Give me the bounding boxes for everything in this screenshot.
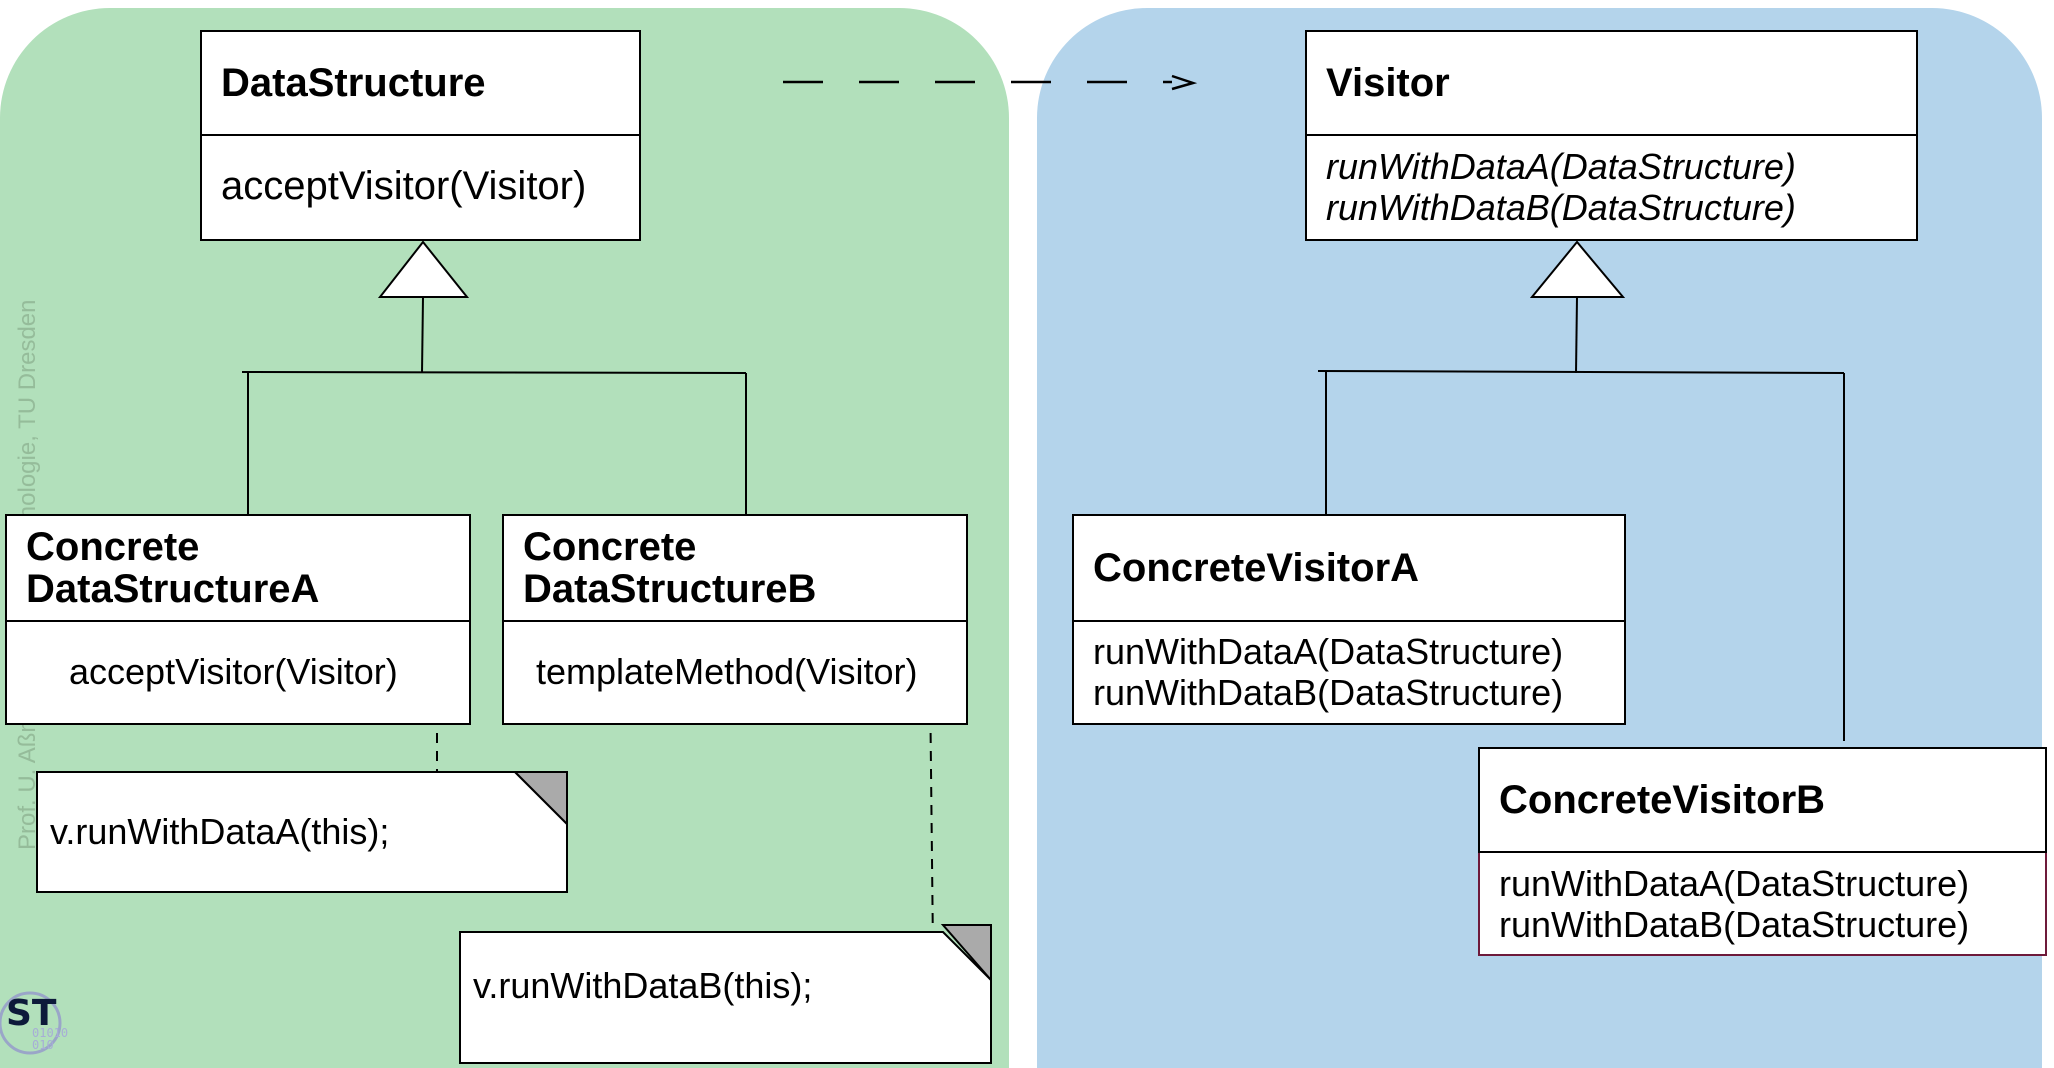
- class-data-structure-ops: acceptVisitor(Visitor): [202, 134, 639, 239]
- class-data-structure: DataStructure acceptVisitor(Visitor): [200, 30, 641, 241]
- generalization-triangle-visitor: [1529, 240, 1626, 298]
- class-concrete-data-a-name: Concrete DataStructureA: [7, 516, 469, 622]
- note-a-text: v.runWithDataA(this);: [50, 811, 390, 852]
- class-concrete-data-a-ops: acceptVisitor(Visitor): [7, 620, 469, 723]
- note-a: v.runWithDataA(this);: [36, 771, 568, 893]
- class-concrete-visitor-a: ConcreteVisitorA runWithDataA(DataStruct…: [1072, 514, 1626, 725]
- class-visitor-ops: runWithDataA(DataStructure) runWithDataB…: [1307, 134, 1916, 239]
- operation: runWithDataA(DataStructure): [1499, 862, 1970, 904]
- operation: runWithDataB(DataStructure): [1499, 903, 1970, 945]
- class-concrete-visitor-b-name: ConcreteVisitorB: [1480, 749, 2045, 853]
- name-line: DataStructureB: [523, 567, 817, 611]
- svg-text:ST: ST: [6, 993, 57, 1034]
- st-logo-icon: ST 01010 010: [0, 991, 68, 1055]
- svg-text:01010: 01010: [32, 1026, 68, 1040]
- class-concrete-data-a: Concrete DataStructureA acceptVisitor(Vi…: [5, 514, 471, 725]
- class-visitor-name: Visitor: [1307, 32, 1916, 136]
- note-b-text: v.runWithDataB(this);: [473, 965, 813, 1006]
- operation: runWithDataA(DataStructure): [1326, 145, 1796, 187]
- generalization-triangle-data: [377, 240, 470, 298]
- class-concrete-visitor-b-ops: runWithDataA(DataStructure) runWithDataB…: [1478, 853, 2047, 956]
- note-b-shape: [459, 924, 992, 1064]
- class-data-structure-name: DataStructure: [202, 32, 639, 136]
- class-concrete-data-b-ops: templateMethod(Visitor): [504, 620, 966, 723]
- name-line: Concrete: [523, 525, 697, 569]
- svg-text:010: 010: [32, 1038, 54, 1052]
- class-concrete-visitor-b: ConcreteVisitorB runWithDataA(DataStruct…: [1478, 747, 2047, 956]
- dependency-arrowhead: [1171, 74, 1198, 91]
- class-concrete-data-b-name: Concrete DataStructureB: [504, 516, 966, 622]
- operation: runWithDataA(DataStructure): [1093, 630, 1564, 672]
- class-concrete-data-b: Concrete DataStructureB templateMethod(V…: [502, 514, 968, 725]
- class-concrete-visitor-a-name: ConcreteVisitorA: [1074, 516, 1624, 622]
- operation: runWithDataB(DataStructure): [1326, 186, 1796, 228]
- class-concrete-visitor-a-ops: runWithDataA(DataStructure) runWithDataB…: [1074, 620, 1624, 723]
- operation: acceptVisitor(Visitor): [221, 164, 587, 208]
- operation: acceptVisitor(Visitor): [69, 651, 398, 692]
- name-line: DataStructureA: [26, 567, 320, 611]
- name-line: Concrete: [26, 525, 200, 569]
- class-visitor: Visitor runWithDataA(DataStructure) runW…: [1305, 30, 1918, 241]
- note-b: v.runWithDataB(this);: [459, 924, 992, 1064]
- operation: runWithDataB(DataStructure): [1093, 671, 1564, 713]
- note-a-shape: [36, 771, 568, 893]
- operation: templateMethod(Visitor): [536, 651, 918, 692]
